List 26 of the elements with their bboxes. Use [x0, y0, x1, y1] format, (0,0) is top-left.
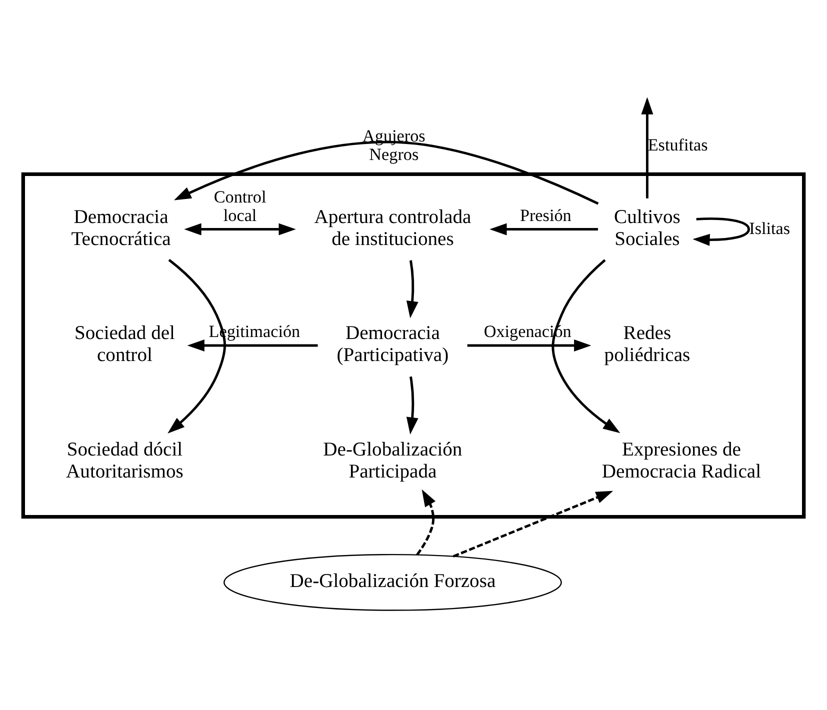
node-text: Democracia (Participativa)	[336, 323, 449, 366]
arrow	[490, 223, 598, 236]
edge-label: Presión	[520, 206, 572, 225]
node-text: Cultivos Sociales	[614, 206, 680, 250]
arrow	[174, 140, 599, 205]
node-text: Democracia Tecnocrática	[71, 206, 171, 250]
node-text: Apertura controlada de instituciones	[314, 206, 472, 250]
arrow	[692, 217, 750, 246]
arrow	[406, 260, 418, 318]
arrow	[552, 259, 620, 434]
edge-label: Islitas	[749, 218, 790, 238]
node-text: Expresiones de Democracia Radical	[602, 439, 762, 482]
node-text: Redes poliédricas	[604, 323, 690, 366]
node-text: De-Globalización Participada	[323, 439, 462, 482]
node-ellipse: De-Globalización Forzosa	[224, 554, 562, 611]
arrow	[184, 223, 296, 236]
arrow	[168, 258, 226, 434]
node-text: Sociedad del control	[74, 323, 175, 366]
edge-label: Control local	[214, 188, 266, 225]
arrow	[467, 340, 592, 352]
arrow	[416, 489, 436, 556]
cluster	[21, 172, 806, 519]
arrow	[406, 376, 418, 434]
arrow	[452, 490, 614, 558]
node-text: Sociedad dócil Autoritarismos	[66, 439, 184, 482]
arrow	[187, 340, 318, 352]
